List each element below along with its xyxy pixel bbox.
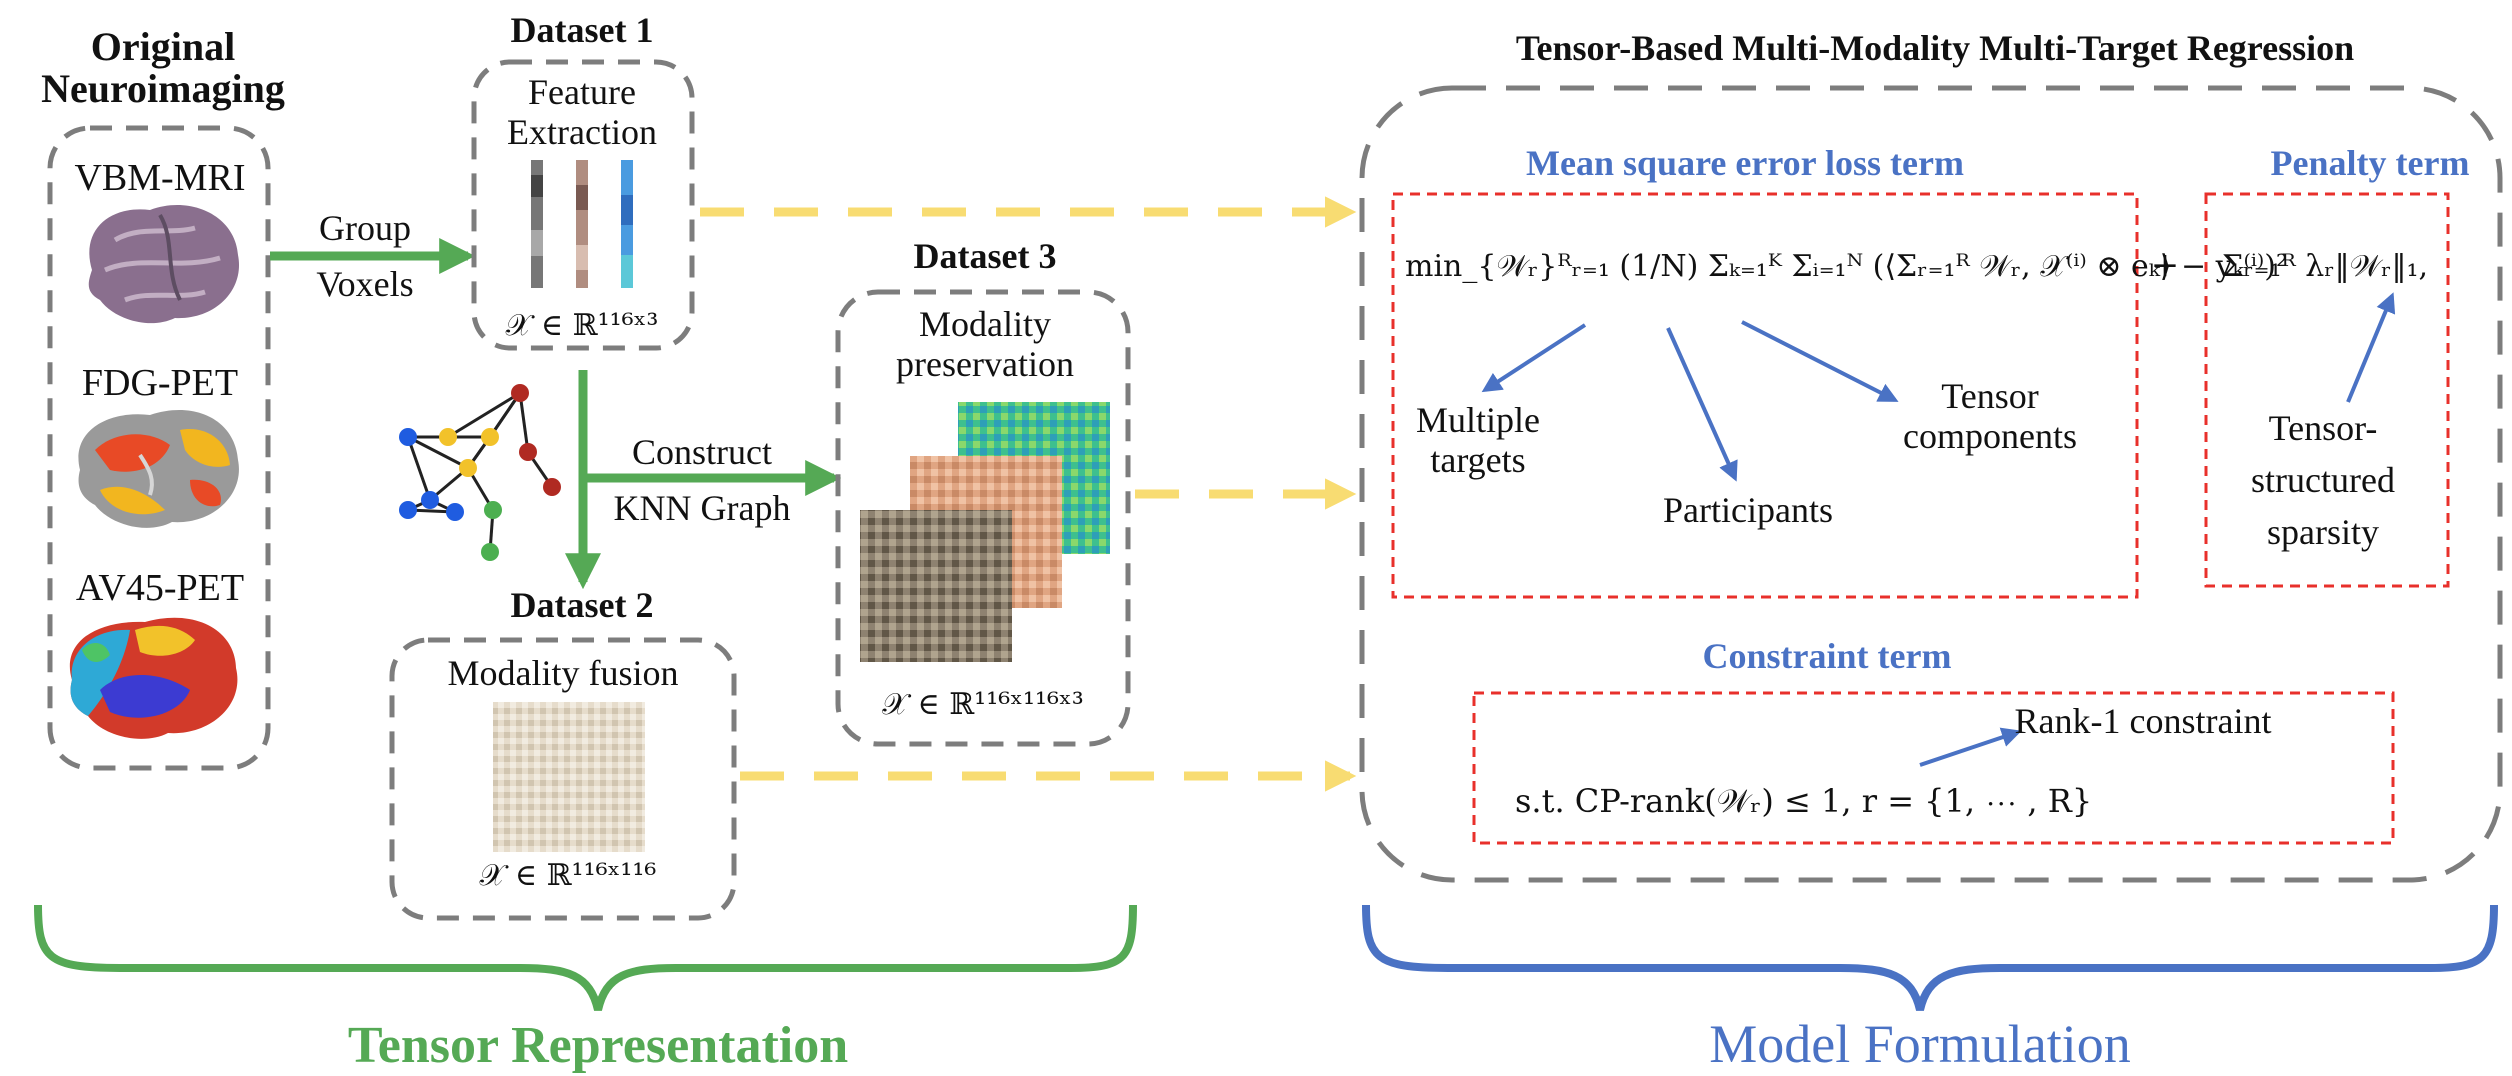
knn-graph-icon [399,384,561,561]
brain-av45-icon [69,617,238,739]
penalty-box [2204,192,2450,588]
dataset1-shape: 𝒳 ∈ ℝ¹¹⁶ˣ³ [506,308,659,343]
dataset3-title: Dataset 3 [914,236,1057,276]
group-label-line2: Voxels [316,264,413,304]
dataset2-caption: Modality fusion [448,653,679,693]
components-label-line2: components [1903,416,2077,456]
input-title-line2: Neuroimaging [41,66,285,111]
yellow-connectors [700,196,1357,792]
mse-formula: min_{𝒲ᵣ}ᴿᵣ₌₁ (1/N) Σₖ₌₁ᴷ Σᵢ₌₁ᴺ (⟨Σᵣ₌₁ᴿ 𝒲… [1405,249,2288,284]
model-formulation-label: Model Formulation [1709,1014,2130,1074]
annotation-arrows [1481,292,2396,767]
input-box [47,125,271,771]
brain-vbm-icon [88,205,240,324]
tensor-brace [34,904,1137,1011]
targets-label-line1: Multiple [1416,400,1540,440]
dataset3-box [835,289,1131,747]
sparsity-label-line2: structured [2251,460,2395,500]
model-title: Tensor-Based Multi-Modality Multi-Target… [1516,28,2354,68]
participants-label: Participants [1663,490,1833,530]
tensor-representation-label: Tensor Representation [348,1017,848,1074]
dataset3-caption-line2: preservation [896,344,1074,384]
dataset3-caption-line1: Modality [919,304,1051,344]
targets-label-line2: targets [1430,440,1525,480]
components-label-line1: Tensor [1941,376,2038,416]
construct-label-line1: Construct [632,432,772,472]
brain-fdg-icon [78,410,239,528]
feature-bars [531,160,633,288]
dataset3-shape: 𝒳 ∈ ℝ¹¹⁶ˣ¹¹⁶ˣ³ [882,687,1084,722]
dataset1-caption-line1: Feature [528,72,636,112]
input-title-line1: Original [91,24,235,69]
dataset2-box [389,637,737,921]
tensor-slice-1 [860,510,1012,662]
modality-label-fdg: FDG-PET [82,362,238,404]
rank-label: Rank-1 constraint [2015,701,2272,741]
penalty-title: Penalty term [2271,143,2470,183]
construct-label-line2: KNN Graph [614,488,791,528]
constraint-formula: s.t. CP-rank(𝒲ᵣ) ≤ 1, r = {1, ⋯ , R} [1515,782,2092,820]
mse-title: Mean square error loss term [1526,143,1964,183]
sparsity-label-line1: Tensor- [2269,408,2378,448]
dataset2-title: Dataset 2 [511,585,654,625]
modality-label-vbm: VBM-MRI [74,157,245,199]
model-box [1359,85,2503,883]
dataset1-caption-line2: Extraction [507,112,657,152]
model-brace [1362,904,2498,1012]
group-label-line1: Group [319,208,411,248]
plus-sign: + [2151,245,2180,285]
constraint-box [1472,691,2395,845]
mse-box [1391,192,2139,599]
constraint-title: Constraint term [1703,636,1952,676]
dataset1-box [471,59,695,351]
modality-label-av45: AV45-PET [76,567,244,609]
fusion-matrix [493,702,645,852]
dataset2-shape: 𝒳 ∈ ℝ¹¹⁶ˣ¹¹⁶ [480,858,657,893]
penalty-formula: Σᵣ₌₁ᴿ λᵣ‖𝒲ᵣ‖₁, [2222,249,2428,284]
dataset1-title: Dataset 1 [511,10,654,50]
sparsity-label-line3: sparsity [2267,512,2379,552]
